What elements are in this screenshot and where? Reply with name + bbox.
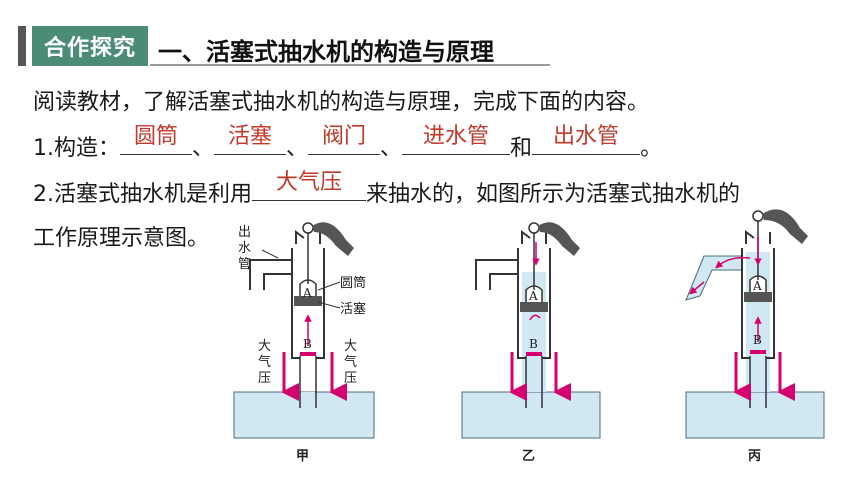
answer-blank-1: 圆筒 [120, 124, 192, 155]
pump-handle [762, 209, 808, 244]
section-title: 一、活塞式抽水机的构造与原理 [158, 38, 494, 66]
piston [520, 302, 548, 312]
pump-yi-labels: A B 乙 [522, 289, 538, 464]
pump-bing [685, 209, 825, 439]
answer-blank-2: 活塞 [214, 124, 287, 155]
answer-blank-4: 进水管 [402, 124, 511, 155]
label-atm-right-1: 大 [344, 339, 357, 354]
caption-jia: 甲 [296, 449, 309, 464]
answer-cylinder: 圆筒 [133, 124, 178, 149]
label-atm-left-3: 压 [258, 371, 271, 386]
label-atm-right-2: 气 [344, 354, 357, 370]
section-tag: 合作探究 [32, 26, 148, 66]
pump-jia-labels: 出 水 管 圆筒 活塞 A B 大 气 压 大 气 压 甲 [238, 225, 366, 464]
piston [744, 292, 772, 302]
water-tank [685, 391, 825, 439]
principle-line-2: 工作原理示意图。 [33, 226, 210, 251]
answer-blank-6: 大气压 [252, 170, 366, 201]
answer-blank-5: 出水管 [532, 124, 641, 155]
label-outlet-3: 管 [238, 257, 251, 272]
pump-jia [233, 222, 375, 439]
label-valve-a: A [302, 286, 312, 300]
label-atm-right-3: 压 [344, 371, 357, 386]
water-tank [461, 391, 601, 439]
separator: 、 [380, 136, 403, 161]
pump-yi [461, 222, 601, 439]
header-accent-bar [18, 26, 26, 66]
pump-handle [312, 222, 354, 256]
pump-handle [538, 222, 580, 256]
label-piston: 活塞 [340, 301, 366, 317]
label-outlet-1: 出 [238, 225, 251, 240]
answer-atmospheric-pressure: 大气压 [275, 170, 342, 195]
label-valve-b: B [303, 337, 312, 351]
principle-suffix: 来抽水的，如图所示为活塞式抽水机的 [366, 182, 741, 207]
answer-inlet-pipe: 进水管 [423, 124, 490, 149]
valve-b [750, 350, 766, 354]
separator: 、 [286, 136, 309, 161]
label-outlet-2: 水 [238, 241, 251, 256]
conjunction: 和 [510, 136, 533, 161]
intro-text: 阅读教材，了解活塞式抽水机的构造与原理，完成下面的内容。 [33, 90, 650, 115]
valve-b [300, 352, 316, 356]
separator: 、 [192, 136, 215, 161]
label-atm-left-2: 气 [258, 354, 271, 370]
period: 。 [640, 136, 663, 161]
header-divider [150, 64, 550, 66]
label-valve-a: A [752, 279, 762, 293]
valve-b [526, 352, 542, 356]
label-atm-left-1: 大 [258, 339, 271, 354]
answer-outlet-pipe: 出水管 [553, 124, 620, 149]
answer-blank-3: 阀门 [308, 124, 381, 155]
structure-prefix: 1.构造： [33, 136, 120, 161]
structure-line: 1.构造：圆筒、活塞、阀门、进水管和出水管。 [33, 124, 663, 162]
pump-bing-labels: A B 丙 [748, 279, 762, 464]
label-valve-b: B [753, 333, 762, 347]
label-cylinder: 圆筒 [340, 275, 366, 291]
water-outflow [685, 255, 743, 301]
principle-prefix: 2.活塞式抽水机是利用 [33, 182, 252, 207]
answer-piston: 活塞 [228, 124, 273, 149]
label-valve-a: A [528, 289, 538, 303]
piston [294, 296, 322, 306]
caption-yi: 乙 [522, 449, 535, 464]
label-valve-b: B [529, 337, 538, 351]
principle-line: 2.活塞式抽水机是利用大气压来抽水的，如图所示为活塞式抽水机的 [33, 170, 741, 208]
answer-valve: 阀门 [322, 124, 367, 149]
caption-bing: 丙 [748, 449, 761, 464]
